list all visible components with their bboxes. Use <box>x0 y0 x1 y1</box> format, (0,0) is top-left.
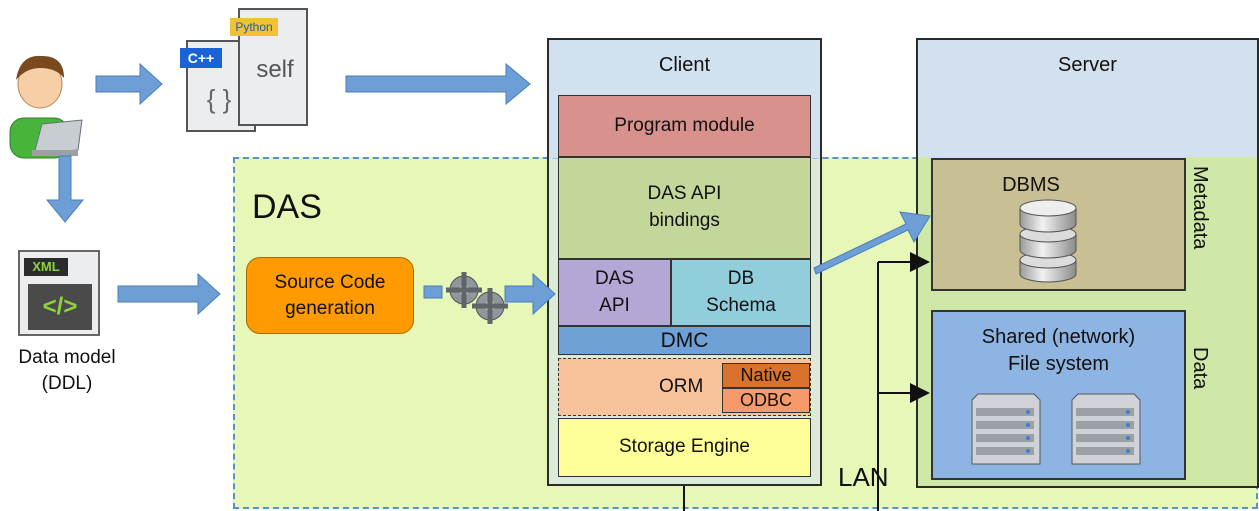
self-text: self <box>256 56 294 83</box>
python-badge: Python <box>230 18 278 36</box>
braces-glyph: { } <box>206 84 232 114</box>
arrow-gears-to-api <box>504 272 556 316</box>
orm-label: ORM <box>659 375 704 397</box>
server-rack-icon <box>971 393 1141 465</box>
program-module-label: Program module <box>614 114 755 136</box>
dbms-label: DBMS <box>1002 174 1060 196</box>
dmc-layer: DMC <box>558 326 811 355</box>
client-title: Client <box>658 54 711 76</box>
server-header-area <box>916 38 1259 158</box>
db-schema-layer: DB Schema <box>671 259 811 326</box>
python-file-icon: Python self <box>230 8 308 126</box>
das-api-label: DAS API <box>594 267 635 316</box>
metadata-label: Metadata <box>1189 166 1211 250</box>
storage-engine-label: Storage Engine <box>619 436 750 458</box>
data-model-caption: Data model (DDL) <box>18 347 116 394</box>
gears-icon <box>446 272 508 324</box>
database-icon <box>1019 199 1077 283</box>
api-bindings-label: DAS API bindings <box>647 183 722 231</box>
xml-badge: XML <box>24 258 68 276</box>
odbc-layer: ODBC <box>722 388 810 413</box>
code-glyph: </> <box>28 284 92 330</box>
das-title: DAS <box>252 188 322 226</box>
native-layer: Native <box>722 363 810 388</box>
file-system-label: Shared (network) File system <box>981 326 1136 375</box>
dmc-label: DMC <box>660 328 709 352</box>
native-label: Native <box>740 364 792 385</box>
source-code-generation-label: Source Code generation <box>274 271 386 319</box>
storage-engine-layer: Storage Engine <box>558 418 811 477</box>
db-schema-label: DB Schema <box>706 267 776 316</box>
data-label: Data <box>1189 347 1211 390</box>
arrow-user-to-code <box>95 62 163 106</box>
arrow-xml-to-codegen <box>117 272 221 316</box>
das-api-layer: DAS API <box>558 259 671 326</box>
api-bindings-layer: DAS API bindings <box>558 157 811 259</box>
user-icon <box>9 55 83 159</box>
arrow-code-to-client <box>345 62 531 106</box>
arrow-codegen-to-gears <box>423 285 443 299</box>
arrow-schema-to-dbms <box>813 211 931 275</box>
program-module-layer: Program module <box>558 95 811 157</box>
odbc-label: ODBC <box>739 389 792 410</box>
xml-file-icon: XML </> <box>18 250 100 336</box>
lan-label: LAN <box>838 462 889 492</box>
arrow-user-to-xml <box>45 155 85 223</box>
source-code-generation-box: Source Code generation <box>246 257 414 334</box>
server-title: Server <box>1058 54 1117 76</box>
cpp-badge: C++ <box>180 48 222 68</box>
